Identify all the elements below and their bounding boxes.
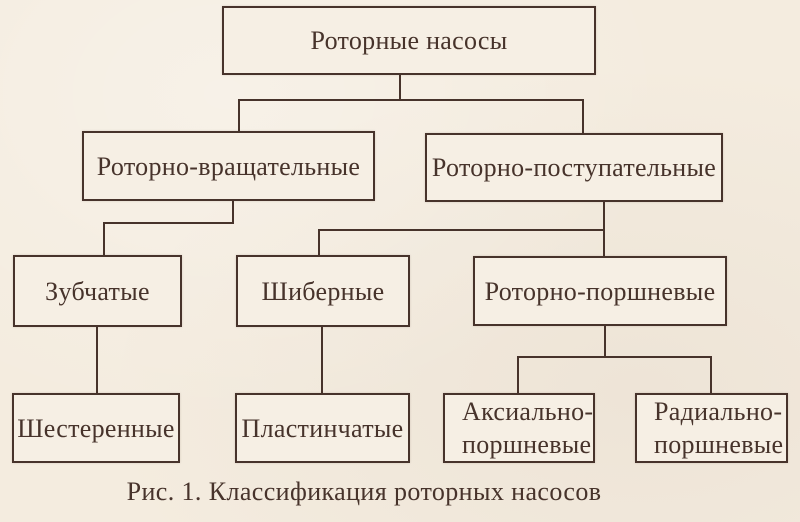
- node-rotary-rotational-label: Роторно-вращательные: [96, 151, 361, 181]
- connector-drop-rotational: [238, 99, 240, 133]
- connector-root-rail: [238, 99, 584, 101]
- connector-root-stem: [399, 73, 401, 101]
- node-gear-type: Зубчатые: [13, 255, 182, 327]
- node-rotary-translational-label: Роторно-поступательные: [431, 153, 717, 182]
- node-vane: Шиберные: [236, 255, 410, 327]
- node-axial-piston: Аксиально- поршневые: [443, 393, 595, 463]
- node-radial-piston-label: Радиально- поршневые: [654, 397, 784, 459]
- connector-vane-to-plate: [321, 325, 323, 395]
- node-rotary-pumps: Роторные насосы: [222, 6, 596, 75]
- connector-rotational-stem: [232, 199, 234, 224]
- node-plate: Пластинчатые: [235, 393, 410, 463]
- node-radial-piston: Радиально- поршневые: [635, 393, 788, 463]
- node-rotary-piston-label: Роторно-поршневые: [484, 276, 716, 306]
- connector-drop-vane: [318, 229, 320, 257]
- connector-gear-type-to-gear: [96, 325, 98, 395]
- connector-rotational-rail: [103, 222, 234, 224]
- connector-drop-axial: [517, 356, 519, 395]
- connector-drop-translational: [582, 99, 584, 135]
- node-axial-piston-label: Аксиально- поршневые: [462, 397, 594, 459]
- node-rotary-pumps-label: Роторные насосы: [310, 26, 508, 55]
- connector-rotary-piston-rail: [517, 356, 712, 358]
- node-gear: Шестеренные: [12, 393, 180, 463]
- node-rotary-rotational: Роторно-вращательные: [82, 131, 375, 201]
- node-rotary-piston: Роторно-поршневые: [473, 256, 727, 326]
- node-rotary-translational: Роторно-поступательные: [425, 133, 723, 202]
- connector-translational-rail: [318, 229, 605, 231]
- node-vane-label: Шиберные: [261, 276, 385, 306]
- node-gear-type-label: Зубчатые: [45, 276, 150, 306]
- node-plate-label: Пластинчатые: [241, 413, 404, 443]
- connector-drop-radial: [710, 356, 712, 395]
- connector-drop-gear-type: [103, 222, 105, 257]
- connector-rotary-piston-stem: [604, 324, 606, 358]
- figure-caption: Рис. 1. Классификация роторных насосов: [126, 477, 602, 506]
- node-gear-label: Шестеренные: [17, 413, 175, 443]
